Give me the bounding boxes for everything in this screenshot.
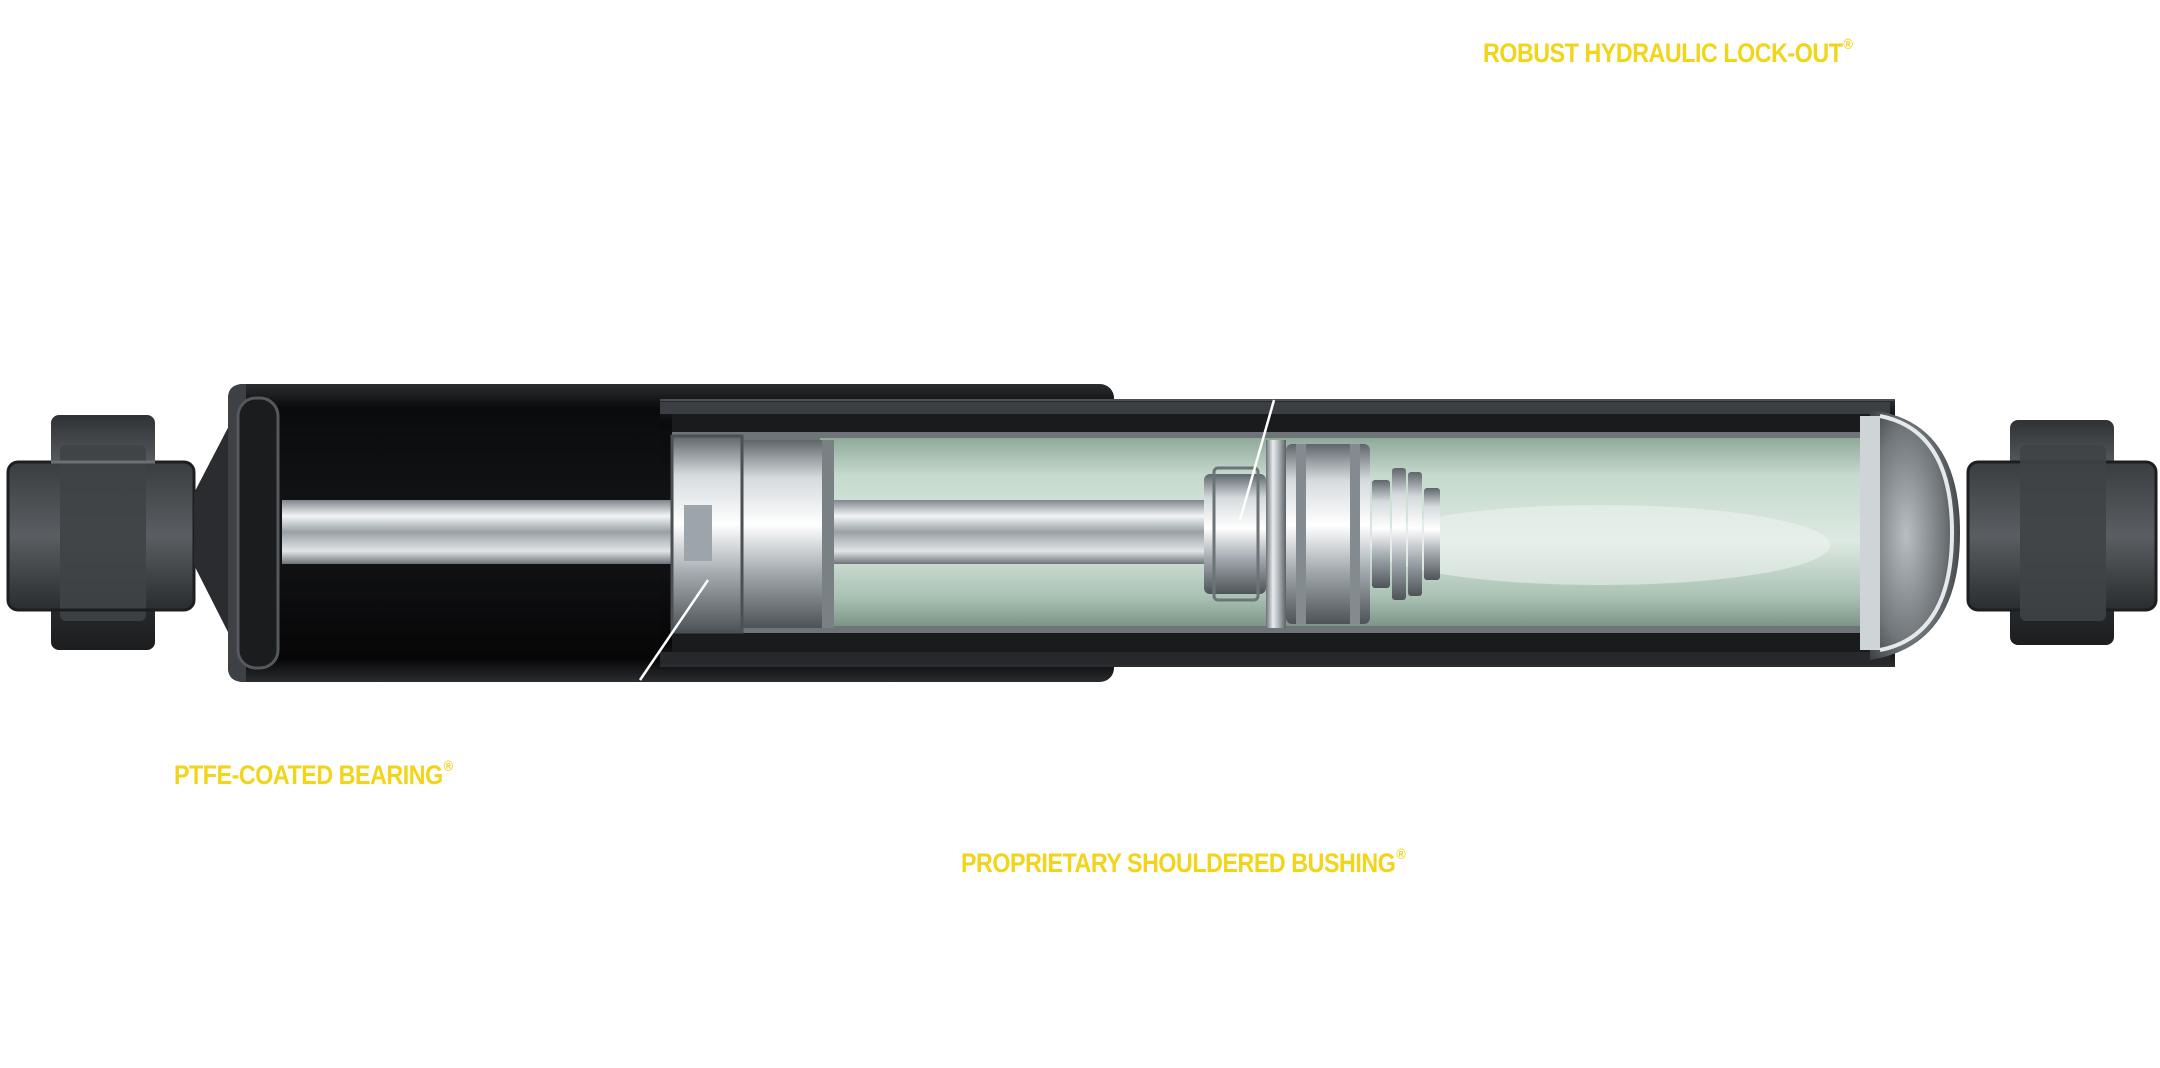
callout-shouldered-bushing-text: PROPRIETARY SHOULDERED BUSHING	[961, 848, 1396, 878]
callout-hydraulic-lockout-text: ROBUST HYDRAULIC LOCK-OUT	[1483, 38, 1843, 68]
mounting-bushing-right-icon	[1966, 420, 2158, 645]
leader-line-bearing	[638, 579, 710, 681]
registered-mark: ®	[1843, 36, 1853, 53]
leader-line-lockout	[1238, 399, 1276, 521]
mounting-bushing-left-icon	[6, 415, 196, 650]
registered-mark: ®	[1396, 846, 1406, 863]
callout-shouldered-bushing: PROPRIETARY SHOULDERED BUSHING®	[961, 846, 1406, 879]
callout-ptfe-bearing: PTFE-COATED BEARING®	[174, 758, 453, 791]
registered-mark: ®	[443, 758, 453, 775]
callout-hydraulic-lockout: ROBUST HYDRAULIC LOCK-OUT®	[1483, 36, 1853, 69]
callout-ptfe-bearing-text: PTFE-COATED BEARING	[174, 760, 443, 790]
